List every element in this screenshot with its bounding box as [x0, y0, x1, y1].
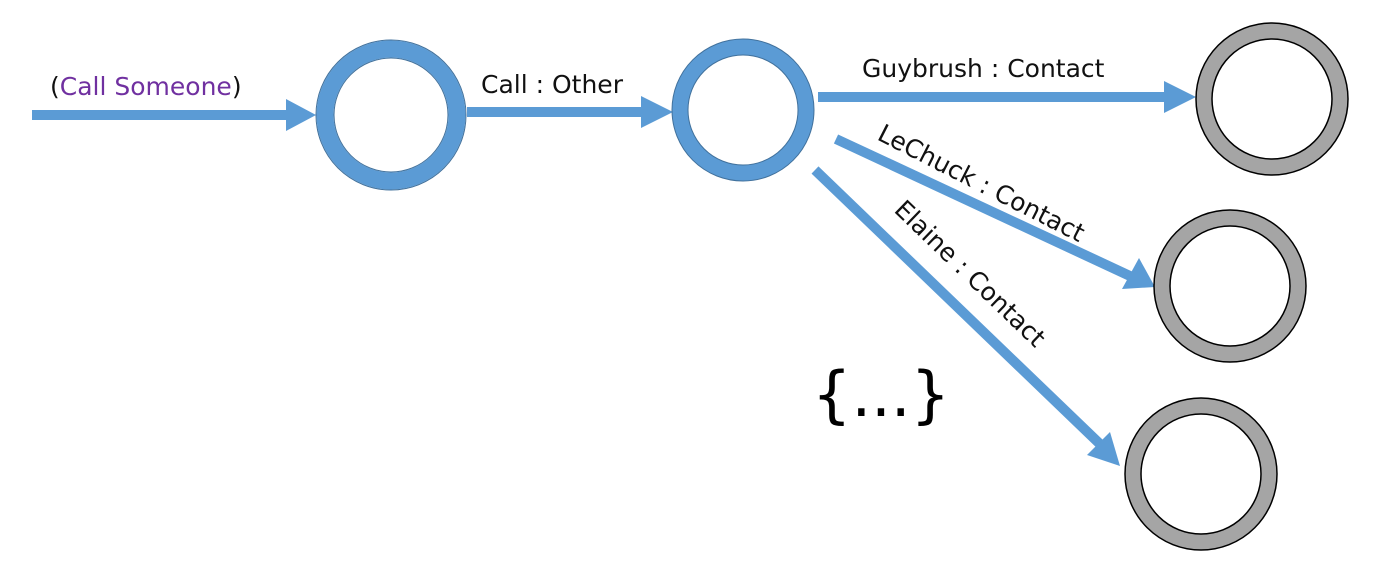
ellipsis-more-contacts: {...} — [812, 358, 950, 431]
arrowhead-entry — [286, 99, 316, 131]
arrowhead-call-other — [641, 96, 673, 128]
node-choose-contact-outline-outer — [671, 38, 815, 182]
node-lechuck — [1154, 210, 1306, 362]
node-guybrush-outline-inner — [1211, 38, 1333, 160]
edge-label-guybrush: Guybrush : Contact — [862, 54, 1105, 83]
node-elaine-outline-outer — [1124, 397, 1278, 551]
arrowhead-lechuck — [1122, 258, 1155, 289]
node-elaine-outline-inner — [1140, 413, 1262, 535]
node-start-outline-inner — [333, 57, 449, 173]
node-start-outline-outer — [315, 39, 467, 191]
node-start — [316, 40, 466, 190]
node-lechuck-outline-inner — [1169, 225, 1291, 347]
node-guybrush-outline-outer — [1195, 22, 1349, 176]
arrowhead-elaine — [1087, 432, 1120, 466]
node-choose-contact-outline-inner — [687, 54, 799, 166]
edge-elaine — [811, 166, 1106, 450]
edge-label-call-other: Call : Other — [481, 70, 624, 99]
title-text: Call Someone — [60, 72, 232, 101]
node-lechuck-outline-outer — [1153, 209, 1307, 363]
title-close-paren: ) — [232, 72, 242, 101]
node-choose-contact — [672, 39, 814, 181]
node-elaine — [1125, 398, 1277, 550]
title-label: (Call Someone) — [50, 72, 242, 101]
title-open-paren: ( — [50, 72, 60, 101]
arrowhead-guybrush — [1164, 81, 1196, 113]
edge-lechuck — [833, 134, 1133, 281]
node-guybrush — [1196, 23, 1348, 175]
